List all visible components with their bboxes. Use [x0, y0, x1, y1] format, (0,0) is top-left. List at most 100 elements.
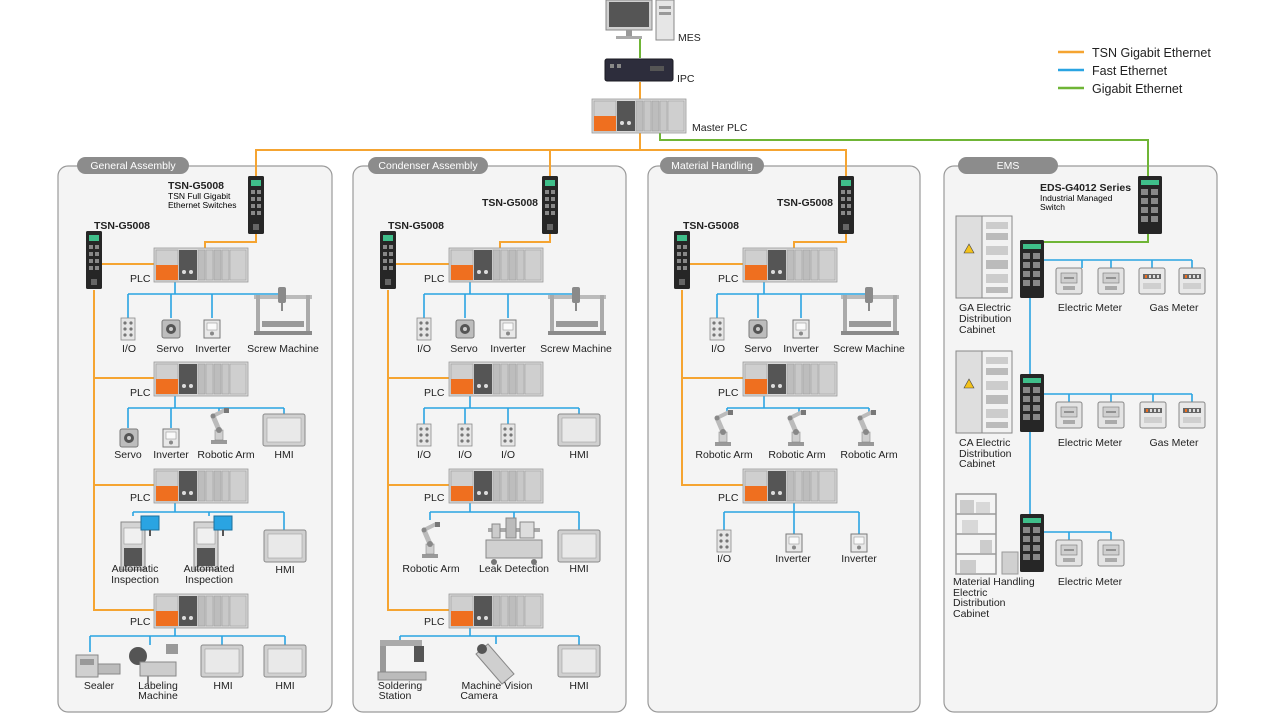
ca-gas-meter-2	[1178, 401, 1206, 429]
ipc-label: IPC	[677, 73, 695, 85]
ca-gas-meter-label: Gas Meter	[1149, 437, 1199, 449]
panel-general-assembly: General Assembly	[57, 157, 333, 713]
panel-material-handling: Material Handling	[647, 157, 921, 713]
mh-plc-2	[742, 361, 838, 397]
mh-inverter-2	[785, 533, 803, 553]
ems-switch-ca	[1020, 374, 1044, 432]
ga-servo-2	[119, 428, 139, 448]
mh-plc-1-label: PLC	[718, 273, 739, 285]
ca-plc-2-label: PLC	[424, 387, 445, 399]
ca-left-tsn-switch	[380, 231, 396, 289]
panel-title-general-assembly: General Assembly	[90, 160, 176, 172]
mh-inverter-2-label: Inverter	[775, 553, 811, 565]
ga-inverter-2-label: Inverter	[153, 449, 189, 461]
ga-cabinet-label-1: GA Electric	[959, 302, 1011, 314]
ga-plc-2	[153, 361, 249, 397]
ga-plc-4-label: PLC	[130, 616, 151, 628]
mh-inverter-1	[792, 319, 810, 339]
ca-io-3	[457, 423, 473, 447]
ga-hmi-3-label: HMI	[213, 680, 232, 692]
ga-gas-meter-2	[1178, 267, 1206, 295]
ga-robotic-arm-label: Robotic Arm	[197, 449, 254, 461]
mh-plc-1	[742, 247, 838, 283]
ga-plc-1	[153, 247, 249, 283]
mes-label: MES	[678, 32, 701, 44]
ga-servo-1-label: Servo	[156, 343, 184, 355]
ga-servo-2-label: Servo	[114, 449, 142, 461]
ga-automatic-inspection-label-2: Inspection	[111, 574, 159, 586]
ca-cabinet-label-2: Distribution	[959, 448, 1012, 460]
mh-inverter-3	[850, 533, 868, 553]
ca-top-tsn-switch	[542, 176, 558, 234]
ga-gas-meter-1	[1138, 267, 1166, 295]
ga-inverter-1	[203, 319, 221, 339]
ga-hmi-1	[262, 413, 306, 447]
mh-inverter-1-label: Inverter	[783, 343, 819, 355]
ca-plc-4	[448, 593, 544, 629]
ca-inverter-label: Inverter	[490, 343, 526, 355]
ga-plc-3	[153, 468, 249, 504]
ga-cabinet-label-2: Distribution	[959, 313, 1012, 325]
ca-plc-1	[448, 247, 544, 283]
master-plc-label: Master PLC	[692, 122, 748, 134]
mh-plc-3	[742, 468, 838, 504]
ca-mv-label-2: Camera	[460, 690, 498, 702]
mh-top-switch-name: TSN-G5008	[777, 197, 833, 209]
ca-io-1	[416, 317, 432, 341]
ga-electric-meter-2	[1097, 267, 1125, 295]
ga-inverter-1-label: Inverter	[195, 343, 231, 355]
mh-io-1-label: I/O	[711, 343, 725, 355]
mh-robotic-arm-1-label: Robotic Arm	[695, 449, 752, 461]
ga-left-tsn-switch	[86, 231, 102, 289]
ca-io-4-label: I/O	[501, 449, 515, 461]
ca-cabinet-label-3: Cabinet	[959, 458, 995, 470]
ca-mv-label-1: Machine Vision	[461, 680, 532, 692]
panel-condenser-assembly: Condenser Assembly	[352, 157, 627, 713]
ca-distribution-cabinet	[955, 350, 1013, 434]
ga-top-switch-desc-2: Ethernet Switches	[168, 200, 237, 210]
ga-gas-meter-label: Gas Meter	[1149, 302, 1199, 314]
ca-plc-4-label: PLC	[424, 616, 445, 628]
ca-io-3-label: I/O	[458, 449, 472, 461]
mh-left-switch-name: TSN-G5008	[683, 220, 739, 232]
ga-plc-3-label: PLC	[130, 492, 151, 504]
ca-plc-2	[448, 361, 544, 397]
ca-soldering-station	[377, 640, 427, 681]
ga-plc-4	[153, 593, 249, 629]
ga-distribution-cabinet	[955, 215, 1013, 299]
mh-left-tsn-switch	[674, 231, 690, 289]
ga-top-switch-name: TSN-G5008	[168, 180, 224, 192]
mh-servo-label: Servo	[744, 343, 772, 355]
mh-io-2-label: I/O	[717, 553, 731, 565]
ga-automatic-inspection-label-1: Automatic	[112, 563, 159, 575]
panel-title-condenser-assembly: Condenser Assembly	[378, 160, 478, 172]
ca-hmi-1	[557, 413, 601, 447]
ga-hmi-2	[263, 529, 307, 563]
ga-left-switch-name: TSN-G5008	[94, 220, 150, 232]
mh-cabinet-label-3: Distribution	[953, 597, 1006, 609]
ca-servo-label: Servo	[450, 343, 478, 355]
ga-cabinet-label-3: Cabinet	[959, 324, 995, 336]
mh-io-2	[716, 529, 732, 553]
mh-electric-meter-1	[1055, 539, 1083, 567]
ca-leak-detection	[485, 517, 543, 565]
ca-plc-3	[448, 468, 544, 504]
ca-hmi-2-label: HMI	[569, 563, 588, 575]
backbone-links	[255, 38, 1149, 176]
ca-plc-3-label: PLC	[424, 492, 445, 504]
mh-cabinet-label-2: Electric	[953, 587, 987, 599]
ga-top-tsn-switch	[248, 176, 264, 234]
ca-electric-meter-2	[1097, 401, 1125, 429]
ca-servo	[455, 319, 475, 339]
mes-computer	[605, 0, 675, 41]
ca-robotic-arm-label: Robotic Arm	[402, 563, 459, 575]
ga-hmi-4	[263, 644, 307, 678]
mh-servo	[748, 319, 768, 339]
ca-leak-detection-label: Leak Detection	[479, 563, 549, 575]
ga-labeling-machine-label-2: Machine	[138, 690, 178, 702]
ga-sealer	[75, 654, 121, 678]
ga-plc-1-label: PLC	[130, 273, 151, 285]
legend-label-fast: Fast Ethernet	[1092, 64, 1168, 78]
ga-hmi-4-label: HMI	[275, 680, 294, 692]
ems-switch-mh	[1020, 514, 1044, 572]
